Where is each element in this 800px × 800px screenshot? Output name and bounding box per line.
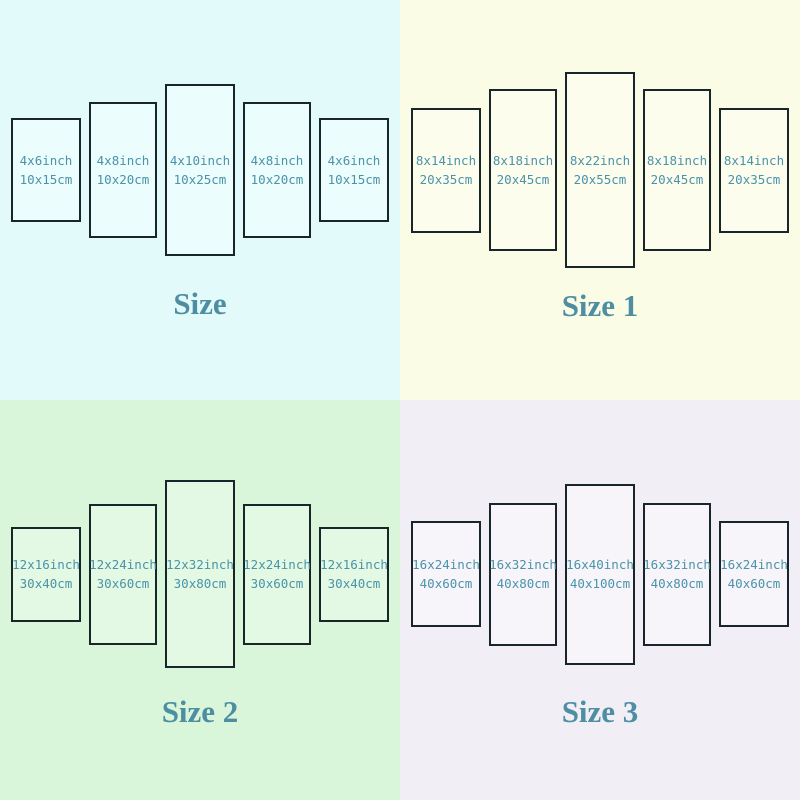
canvas-panel: 8x14inch 20x35cm	[411, 107, 481, 233]
size-chart-quadrant-size-1: 8x14inch 20x35cm 8x18inch 20x45cm 8x22in…	[400, 0, 800, 400]
size-chart-quadrant-size-2: 12x16inch 30x40cm 12x24inch 30x60cm 12x3…	[0, 400, 400, 800]
panel-size-inch: 16x32inch	[643, 557, 711, 572]
canvas-panel: 4x6inch 10x15cm	[319, 118, 389, 222]
panel-size-cm: 40x100cm	[569, 576, 631, 591]
size-group-title: Size 1	[561, 288, 639, 323]
panel-size-inch: 16x40inch	[566, 557, 634, 572]
panel-size-inch: 16x24inch	[720, 557, 788, 572]
canvas-panel: 8x22inch 20x55cm	[565, 72, 635, 268]
canvas-panel: 8x18inch 20x45cm	[489, 89, 557, 251]
canvas-panel: 4x10inch 10x25cm	[165, 84, 235, 256]
panel-size-cm: 20x35cm	[727, 172, 781, 187]
panel-size-cm: 20x55cm	[573, 172, 627, 187]
panel-size-inch: 16x24inch	[412, 557, 480, 572]
panel-size-cm: 10x25cm	[173, 172, 227, 187]
canvas-panel: 8x18inch 20x45cm	[643, 89, 711, 251]
size-group-title: Size	[173, 286, 227, 321]
panel-size-inch: 4x6inch	[327, 153, 381, 168]
panel-size-cm: 20x45cm	[650, 172, 704, 187]
canvas-panel: 16x32inch 40x80cm	[643, 502, 711, 646]
panel-size-inch: 12x16inch	[12, 557, 80, 572]
canvas-panel: 4x8inch 10x20cm	[89, 102, 157, 238]
panel-size-inch: 12x16inch	[320, 557, 388, 572]
panel-size-cm: 10x20cm	[250, 172, 304, 187]
panel-size-cm: 30x80cm	[173, 576, 227, 591]
canvas-panel: 16x40inch 40x100cm	[565, 483, 635, 665]
panel-size-inch: 12x32inch	[166, 557, 234, 572]
panel-size-cm: 30x40cm	[19, 576, 73, 591]
canvas-panel: 4x8inch 10x20cm	[243, 102, 311, 238]
panel-size-cm: 20x45cm	[496, 172, 550, 187]
canvas-panel-row: 16x24inch 40x60cm 16x32inch 40x80cm 16x4…	[400, 400, 800, 748]
panel-size-cm: 30x60cm	[96, 576, 150, 591]
panel-size-inch: 8x18inch	[492, 153, 554, 168]
size-group-title: Size 2	[161, 694, 239, 729]
panel-size-cm: 40x60cm	[419, 576, 473, 591]
canvas-panel: 12x24inch 30x60cm	[89, 503, 157, 645]
canvas-panel: 8x14inch 20x35cm	[719, 107, 789, 233]
size-chart-quadrant-size: 4x6inch 10x15cm 4x8inch 10x20cm 4x10inch…	[0, 0, 400, 400]
canvas-panel: 12x32inch 30x80cm	[165, 480, 235, 668]
canvas-panel: 16x24inch 40x60cm	[411, 521, 481, 627]
panel-size-inch: 8x18inch	[646, 153, 708, 168]
panel-size-inch: 8x14inch	[415, 153, 477, 168]
panel-size-inch: 4x8inch	[96, 153, 150, 168]
panel-size-inch: 12x24inch	[243, 557, 311, 572]
canvas-panel: 4x6inch 10x15cm	[11, 118, 81, 222]
size-chart-quadrant-size-3: 16x24inch 40x60cm 16x32inch 40x80cm 16x4…	[400, 400, 800, 800]
size-group-title: Size 3	[561, 694, 639, 729]
canvas-panel: 12x24inch 30x60cm	[243, 503, 311, 645]
canvas-panel-row: 12x16inch 30x40cm 12x24inch 30x60cm 12x3…	[0, 400, 400, 748]
panel-size-inch: 8x14inch	[723, 153, 785, 168]
panel-size-cm: 10x20cm	[96, 172, 150, 187]
panel-size-cm: 40x80cm	[650, 576, 704, 591]
canvas-panel: 16x24inch 40x60cm	[719, 521, 789, 627]
panel-size-inch: 4x8inch	[250, 153, 304, 168]
panel-size-cm: 30x60cm	[250, 576, 304, 591]
canvas-panel-row: 8x14inch 20x35cm 8x18inch 20x45cm 8x22in…	[400, 0, 800, 340]
canvas-panel-row: 4x6inch 10x15cm 4x8inch 10x20cm 4x10inch…	[0, 0, 400, 340]
panel-size-inch: 4x6inch	[19, 153, 73, 168]
panel-size-cm: 20x35cm	[419, 172, 473, 187]
canvas-panel: 12x16inch 30x40cm	[11, 526, 81, 622]
panel-size-inch: 8x22inch	[569, 153, 631, 168]
panel-size-cm: 30x40cm	[327, 576, 381, 591]
canvas-panel: 12x16inch 30x40cm	[319, 526, 389, 622]
panel-size-cm: 40x80cm	[496, 576, 550, 591]
panel-size-inch: 16x32inch	[489, 557, 557, 572]
panel-size-cm: 10x15cm	[327, 172, 381, 187]
panel-size-inch: 12x24inch	[89, 557, 157, 572]
panel-size-cm: 10x15cm	[19, 172, 73, 187]
canvas-panel: 16x32inch 40x80cm	[489, 502, 557, 646]
panel-size-inch: 4x10inch	[169, 153, 231, 168]
panel-size-cm: 40x60cm	[727, 576, 781, 591]
